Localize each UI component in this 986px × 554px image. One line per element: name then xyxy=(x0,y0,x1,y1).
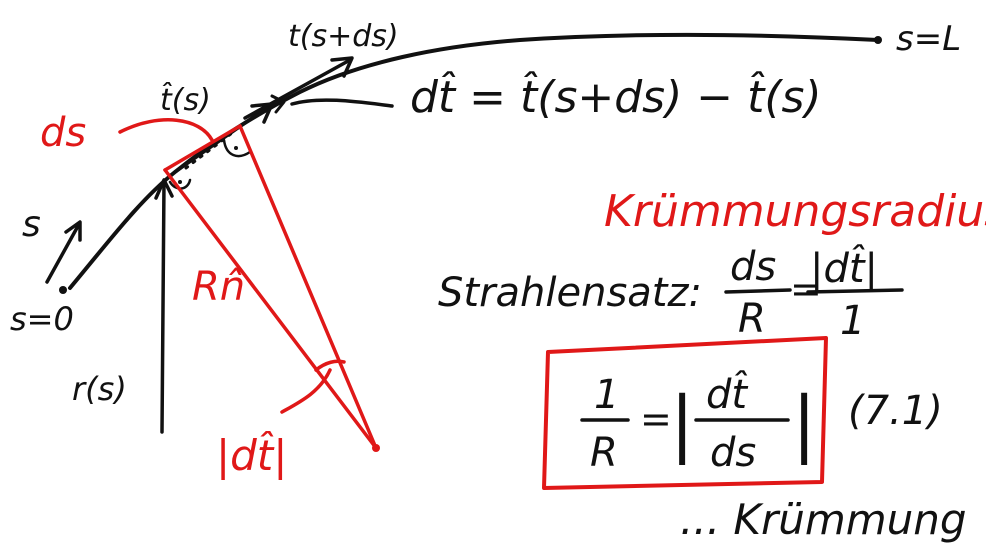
label-dt-abs: |dt̂| xyxy=(216,430,287,480)
box-denominator-R: R xyxy=(590,430,618,476)
dt-leader-line xyxy=(290,98,394,108)
curvature-center-point xyxy=(372,444,380,452)
label-t-next: t(s+ds) xyxy=(288,19,399,54)
label-question: Krümmungsradius? xyxy=(604,186,986,237)
strahlensatz-equals: = xyxy=(790,267,822,311)
position-vector-arrowhead xyxy=(154,178,174,200)
label-s-start: s=0 xyxy=(10,300,74,338)
radius-line-1 xyxy=(163,168,378,450)
strahlensatz-denominator-one: 1 xyxy=(840,298,865,344)
tangent-vector-t-s xyxy=(173,102,274,174)
tangent-vector-t-s-ds xyxy=(243,58,352,120)
label-dt-definition: dt̂ = t̂(s+ds) − t̂(s) xyxy=(410,70,822,123)
label-strahlensatz: Strahlensatz: xyxy=(438,270,702,316)
label-r-s: r(s) xyxy=(72,370,127,408)
dt-abs-bracket xyxy=(314,359,346,372)
curve-endpoint-L xyxy=(874,36,882,44)
strahlensatz-numerator-dt: |dt̂| xyxy=(810,244,878,292)
box-equals: = xyxy=(640,397,672,441)
formula-box xyxy=(542,336,828,490)
s-direction-arrowhead xyxy=(64,220,82,242)
equation-number: (7.1) xyxy=(848,388,943,434)
strahlensatz-numerator-ds: ds xyxy=(730,244,776,290)
radius-line-2 xyxy=(238,124,378,450)
box-abs-bar-left: | xyxy=(670,381,694,466)
box-numerator-dt: dt̂ xyxy=(706,370,748,418)
curve-startpoint-0 xyxy=(59,286,67,294)
right-angle-dot-2 xyxy=(234,146,238,150)
space-curve xyxy=(68,32,880,290)
label-s-end: s=L xyxy=(896,19,961,59)
dt-small-arrow xyxy=(270,94,286,114)
s-direction-arrow xyxy=(45,224,80,284)
chord-ds xyxy=(163,124,242,172)
strahlensatz-frac-bar-right xyxy=(806,288,904,294)
label-rn: Rn̂ xyxy=(192,264,245,310)
right-angle-marker-1 xyxy=(168,178,192,190)
position-vector-line xyxy=(160,180,166,434)
strahlensatz-frac-bar-left xyxy=(724,288,792,294)
tangent-t-s-ds-arrowhead xyxy=(330,56,354,78)
dt-abs-leader xyxy=(280,368,332,414)
box-numerator-one: 1 xyxy=(594,372,619,418)
label-t-hat: t̂(s) xyxy=(160,82,211,118)
label-curvature: ... Krümmung xyxy=(680,495,967,544)
strahlensatz-denominator-R: R xyxy=(738,296,766,342)
box-abs-bar-right: | xyxy=(792,381,816,466)
label-ds: ds xyxy=(40,110,86,156)
label-s-param: s xyxy=(22,204,41,245)
right-angle-marker-2 xyxy=(222,138,252,158)
right-angle-dot-1 xyxy=(178,180,182,184)
dotted-chord xyxy=(184,128,238,170)
box-denominator-ds: ds xyxy=(710,430,756,476)
ds-leader-line xyxy=(118,118,214,142)
